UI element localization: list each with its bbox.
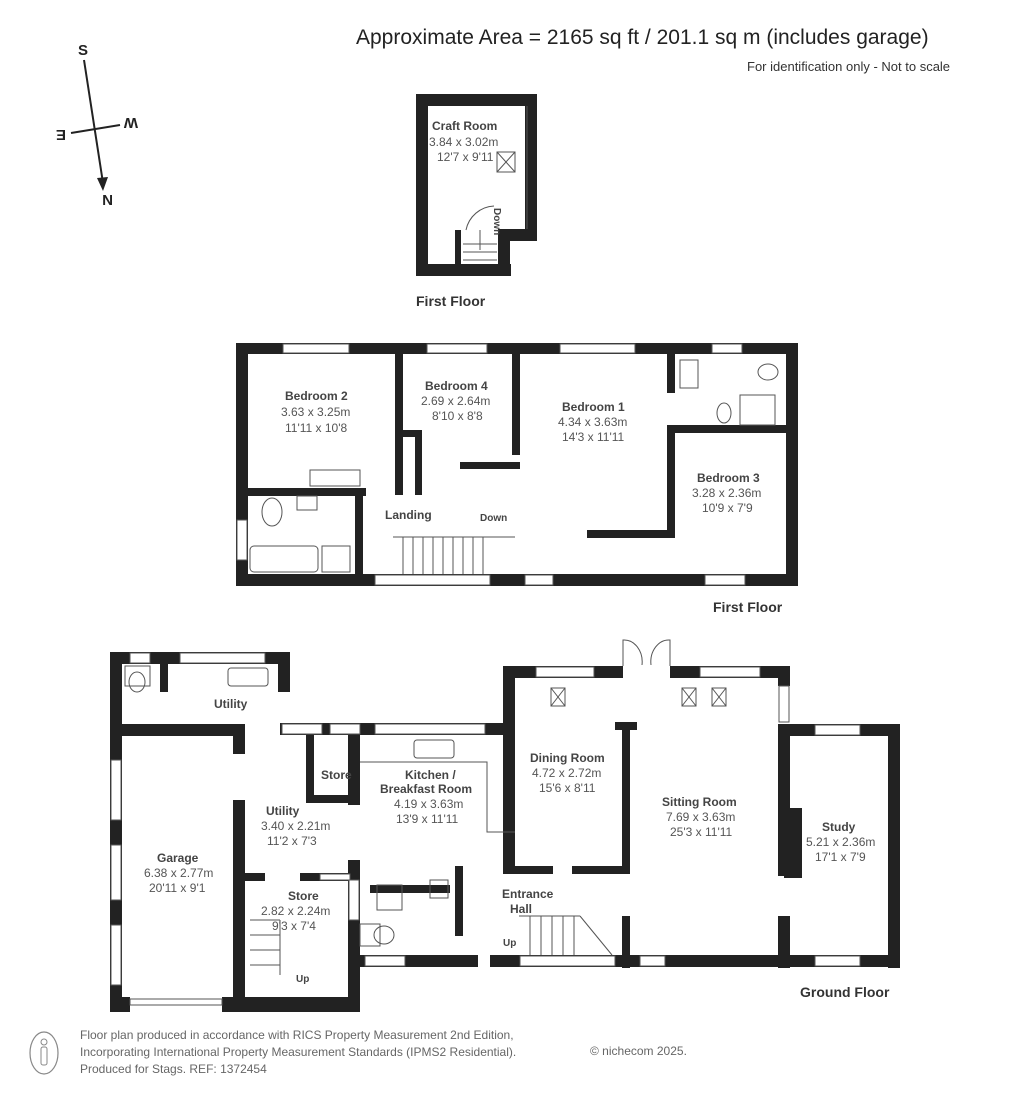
room-name-craft-room: Craft Room [432, 119, 497, 133]
room-name-dining-room: Dining Room [530, 751, 605, 765]
room-name-entrance-hall-2: Hall [510, 902, 532, 916]
stairs-down-label: Down [491, 208, 502, 235]
room-dim-metric: 3.63 x 3.25m [281, 405, 350, 419]
room-dim-imperial: 13'9 x 11'11 [396, 812, 459, 826]
first-floor-walls [236, 343, 798, 586]
room-name-study: Study [822, 820, 856, 834]
copyright: © nichecom 2025. [590, 1044, 687, 1058]
room-dim-metric: 3.28 x 2.36m [692, 486, 761, 500]
room-name-bedroom-4: Bedroom 4 [425, 379, 488, 393]
room-dim-metric: 4.19 x 3.63m [394, 797, 463, 811]
area-title: Approximate Area = 2165 sq ft / 201.1 sq… [356, 26, 929, 49]
room-dim-imperial: 12'7 x 9'11 [437, 150, 494, 164]
room-dim-imperial: 17'1 x 7'9 [815, 850, 866, 864]
ground-floor-windows [110, 652, 861, 1006]
room-dim-metric: 4.34 x 3.63m [558, 415, 627, 429]
compass-south: S [78, 42, 88, 59]
floor-label-attic: First Floor [416, 293, 486, 309]
room-name-sitting-room: Sitting Room [662, 795, 737, 809]
footer-line-1: Floor plan produced in accordance with R… [80, 1028, 514, 1042]
first-floor-windows [236, 343, 746, 586]
room-name-utility: Utility [214, 697, 248, 711]
room-dim-imperial: 10'9 x 7'9 [702, 501, 753, 515]
room-dim-imperial: 9'3 x 7'4 [272, 919, 316, 933]
first-floor-stairs [393, 536, 515, 574]
attic-stairs [463, 205, 497, 261]
room-name-utility-2: Utility [266, 804, 300, 818]
room-dim-imperial: 20'11 x 9'1 [149, 881, 206, 895]
floor-label-ground: Ground Floor [800, 984, 890, 1000]
person-icon [29, 1031, 59, 1075]
stairs-up-label: Up [503, 938, 516, 949]
stairs-up-label-2: Up [296, 974, 309, 985]
room-name-store-2: Store [288, 889, 319, 903]
room-dim-metric: 7.69 x 3.63m [666, 810, 735, 824]
room-name-kitchen-2: Breakfast Room [380, 782, 472, 796]
room-name-bedroom-2: Bedroom 2 [285, 389, 348, 403]
compass-north: N [102, 191, 113, 208]
room-dim-imperial: 15'6 x 8'11 [539, 781, 596, 795]
compass-east: E [56, 126, 66, 143]
room-name-garage: Garage [157, 851, 199, 865]
room-dim-imperial: 11'2 x 7'3 [267, 834, 317, 848]
room-dim-metric: 6.38 x 2.77m [144, 866, 213, 880]
room-dim-metric: 2.82 x 2.24m [261, 904, 330, 918]
footer-line-2: Incorporating International Property Mea… [80, 1045, 517, 1059]
attic-floor [416, 94, 537, 276]
room-name-bedroom-1: Bedroom 1 [562, 400, 625, 414]
room-dim-metric: 3.40 x 2.21m [261, 819, 330, 833]
compass-icon: S W E N [56, 42, 138, 208]
room-dim-imperial: 11'11 x 10'8 [285, 421, 348, 435]
room-name-entrance-hall: Entrance [502, 887, 554, 901]
room-name-kitchen: Kitchen / [405, 768, 456, 782]
bathroom-fixtures [249, 359, 779, 573]
french-doors-icon [622, 639, 671, 666]
footer: Floor plan produced in accordance with R… [80, 1027, 516, 1078]
floor-label-first: First Floor [713, 599, 783, 615]
room-dim-imperial: 8'10 x 8'8 [432, 409, 483, 423]
room-dim-metric: 5.21 x 2.36m [806, 835, 875, 849]
disclaimer: For identification only - Not to scale [747, 59, 951, 74]
stairs-down-label: Down [480, 513, 507, 524]
room-dim-imperial: 25'3 x 11'11 [670, 825, 733, 839]
room-name-bedroom-3: Bedroom 3 [697, 471, 760, 485]
compass-west: W [123, 114, 138, 131]
room-dim-imperial: 14'3 x 11'11 [562, 430, 625, 444]
kitchen-fixtures [124, 665, 515, 947]
skylight-icons [550, 687, 727, 707]
room-name-landing: Landing [385, 508, 432, 522]
room-dim-metric: 4.72 x 2.72m [532, 766, 601, 780]
room-name-store: Store [321, 768, 352, 782]
footer-line-3: Produced for Stags. REF: 1372454 [80, 1062, 267, 1076]
skylight-icon [496, 151, 516, 173]
room-dim-metric: 2.69 x 2.64m [421, 394, 490, 408]
room-dim-metric: 3.84 x 3.02m [429, 135, 498, 149]
ground-floor-stairs [250, 915, 613, 975]
